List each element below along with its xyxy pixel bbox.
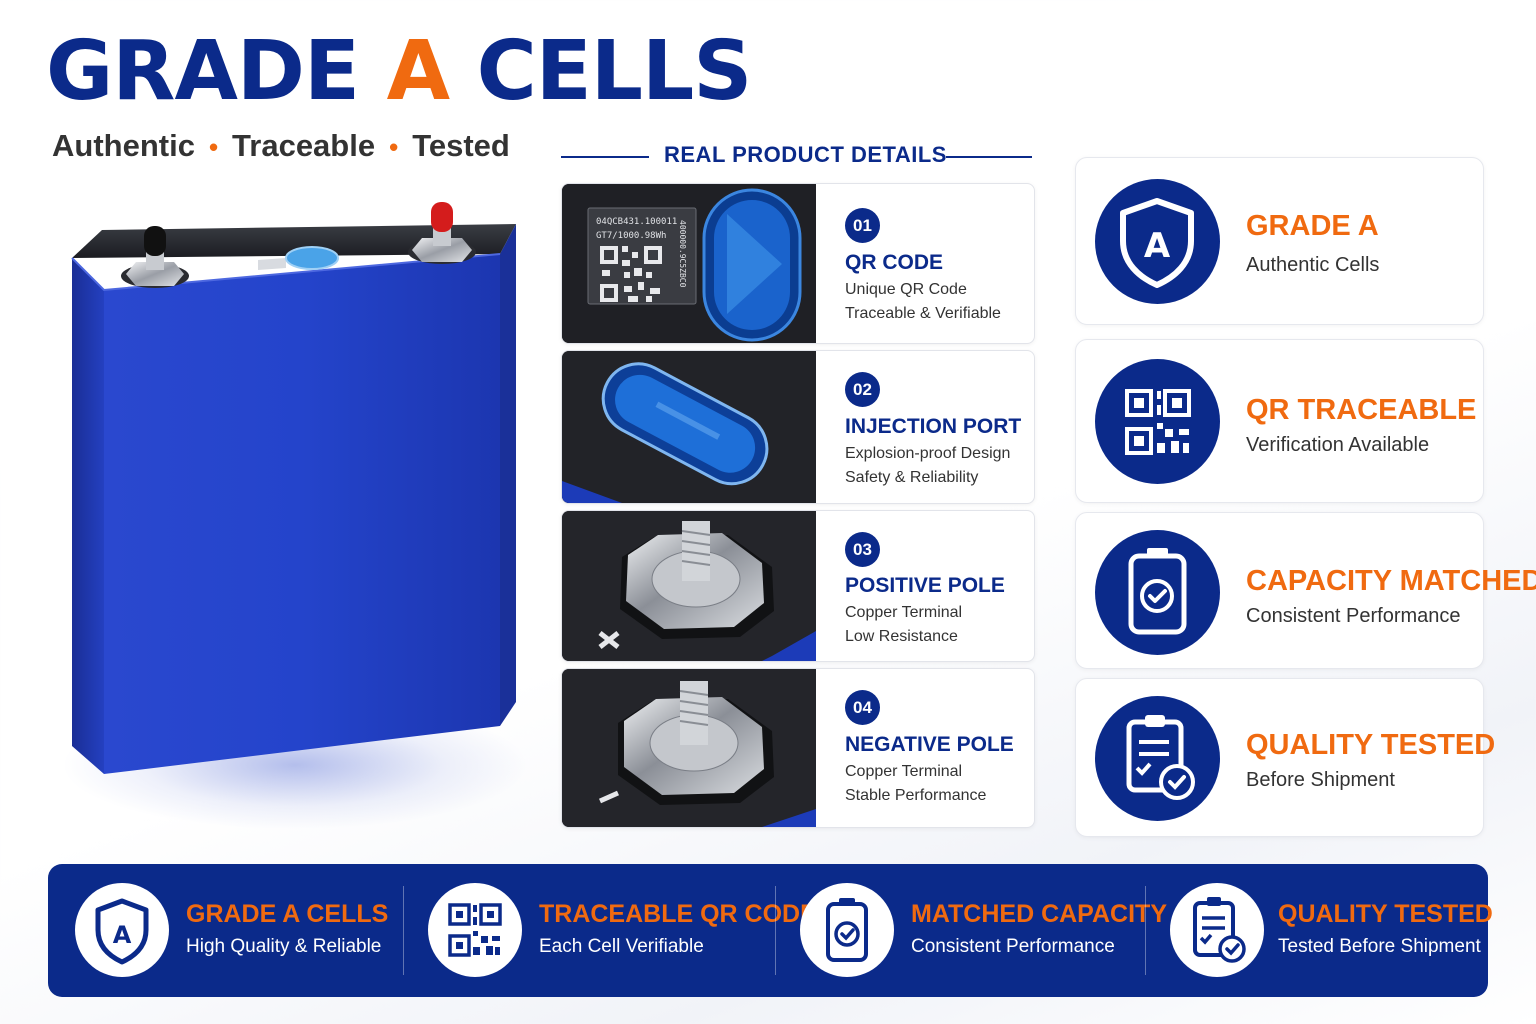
banner-divider <box>775 886 776 975</box>
section-divider-left <box>561 156 649 158</box>
detail-title: POSITIVE POLE <box>845 574 1005 597</box>
banner-title: MATCHED CAPACITY <box>911 900 1168 928</box>
qr-code-icon <box>428 883 522 977</box>
qr-label-photo: 04QCB431.100011 GT7/1000.98Wh 400000.9C5… <box>562 184 816 343</box>
shield-a-icon: A <box>75 883 169 977</box>
detail-title: NEGATIVE POLE <box>845 733 1014 756</box>
detail-line: Safety & Reliability <box>845 469 979 486</box>
positive-pole-photo <box>562 511 816 661</box>
feature-card-capacity-matched: CAPACITY MATCHED Consistent Performance <box>1075 512 1536 669</box>
feature-title: CAPACITY MATCHED <box>1246 565 1536 597</box>
qr-label-image: 04QCB431.100011 GT7/1000.98Wh 400000.9C5… <box>562 184 816 343</box>
feature-title: QUALITY TESTED <box>1246 729 1496 761</box>
qr-label-line1: 04QCB431.100011 <box>596 217 677 227</box>
bottom-banner: A GRADE A CELLS High Quality & Reliable … <box>48 864 1493 997</box>
battery-check-icon <box>1095 530 1220 655</box>
detail-line: Explosion-proof Design <box>845 445 1011 462</box>
title-word-grade: GRADE <box>46 24 360 119</box>
detail-line: Traceable & Verifiable <box>845 305 1001 322</box>
detail-line: Stable Performance <box>845 787 987 804</box>
title-word-cells: CELLS <box>476 24 753 119</box>
detail-number-badge: 02 <box>845 372 880 407</box>
feature-card-quality-tested: QUALITY TESTED Before Shipment <box>1075 678 1495 837</box>
qr-label-vertical-text: 400000.9C5ZBC0 <box>678 220 687 288</box>
tagline: Authentic • Traceable • Tested <box>52 128 510 164</box>
shield-a-icon: A <box>1095 179 1220 304</box>
section-title: REAL PRODUCT DETAILS <box>664 142 947 167</box>
qr-code-icon <box>1095 359 1220 484</box>
banner-subtitle: High Quality & Reliable <box>186 936 382 957</box>
positive-pole-image <box>562 511 816 661</box>
banner-title: QUALITY TESTED <box>1278 900 1493 928</box>
detail-number-badge: 03 <box>845 532 880 567</box>
negative-pole-image <box>562 669 816 827</box>
feature-subtitle: Verification Available <box>1246 434 1430 456</box>
svg-text:A: A <box>113 921 132 949</box>
detail-card-negative-pole: 04 NEGATIVE POLE Copper Terminal Stable … <box>561 668 1035 828</box>
detail-line: Copper Terminal <box>845 763 963 780</box>
tagline-authentic: Authentic <box>52 128 195 163</box>
banner-divider <box>403 886 404 975</box>
clipboard-check-icon <box>1170 883 1264 977</box>
minus-mark-icon <box>598 790 620 804</box>
banner-divider <box>1145 886 1146 975</box>
clipboard-check-icon <box>1095 696 1220 821</box>
svg-text:A: A <box>1144 226 1171 266</box>
qr-label-line2: GT7/1000.98Wh <box>596 231 666 241</box>
tagline-separator: • <box>389 132 399 162</box>
feature-subtitle: Consistent Performance <box>1246 605 1461 627</box>
feature-title: GRADE A <box>1246 210 1379 242</box>
feature-card-grade-a: A GRADE A Authentic Cells <box>1075 157 1484 325</box>
battery-check-icon <box>800 883 894 977</box>
banner-title: TRACEABLE QR CODE <box>539 900 817 928</box>
detail-title: INJECTION PORT <box>845 415 1022 438</box>
detail-line: Low Resistance <box>845 628 958 645</box>
plus-mark-icon <box>598 631 620 649</box>
feature-title: QR TRACEABLE <box>1246 394 1477 426</box>
title-word-a: A <box>386 24 450 119</box>
tagline-separator: • <box>208 132 219 162</box>
banner-subtitle: Each Cell Verifiable <box>539 936 704 957</box>
feature-subtitle: Authentic Cells <box>1246 254 1380 276</box>
banner-subtitle: Tested Before Shipment <box>1278 936 1481 957</box>
detail-line: Copper Terminal <box>845 604 963 621</box>
injection-port-photo <box>562 351 816 503</box>
tagline-tested: Tested <box>412 128 510 163</box>
battery-cell-image <box>71 202 516 774</box>
detail-number-badge: 01 <box>845 208 880 243</box>
page-title: GRADE A CELLS <box>46 22 753 122</box>
banner-subtitle: Consistent Performance <box>911 936 1115 957</box>
detail-number-badge: 04 <box>845 690 880 725</box>
feature-subtitle: Before Shipment <box>1246 769 1395 791</box>
detail-title: QR CODE <box>845 251 944 274</box>
detail-card-qr-code: 04QCB431.100011 GT7/1000.98Wh 400000.9C5… <box>561 183 1035 344</box>
injection-port-image <box>562 351 816 503</box>
detail-card-injection-port: 02 INJECTION PORT Explosion-proof Design… <box>561 350 1035 504</box>
detail-line: Unique QR Code <box>845 281 967 298</box>
qr-code-icon <box>600 246 662 302</box>
tagline-traceable: Traceable <box>232 128 376 163</box>
negative-pole-photo <box>562 669 816 827</box>
feature-card-qr-traceable: QR TRACEABLE Verification Available <box>1075 339 1484 503</box>
detail-card-positive-pole: 03 POSITIVE POLE Copper Terminal Low Res… <box>561 510 1035 662</box>
section-divider-right <box>946 156 1032 158</box>
banner-title: GRADE A CELLS <box>186 900 389 928</box>
